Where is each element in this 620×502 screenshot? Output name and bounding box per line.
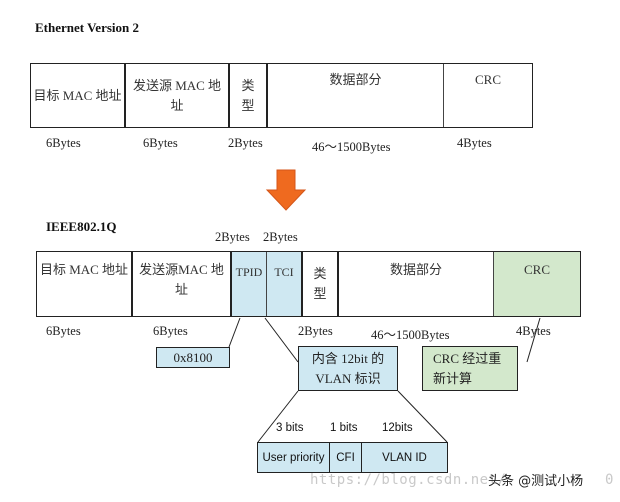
ieee8021q-frame: 目标 MAC 地址 发送源MAC 地址 TPID TCI 类型 数据部分 CRC <box>36 251 581 317</box>
tci-desc-callout: 内含 12bit 的 VLAN 标识 <box>298 346 398 391</box>
ethernet-v2-title: Ethernet Version 2 <box>35 20 139 35</box>
ieee-size-src: 6Bytes <box>153 324 188 338</box>
ieee-type-field: 类型 <box>303 252 339 316</box>
eth2-size-data: 46～1500Bytes <box>312 140 391 154</box>
watermark-url: https://blog.csdn.net/ <box>310 472 507 488</box>
crc-desc-callout: CRC 经过重新计算 <box>422 346 518 391</box>
tci-vlan-id-field: VLAN ID <box>362 443 447 472</box>
eth2-dest-mac-field: 目标 MAC 地址 <box>31 64 126 127</box>
tpid-value-callout: 0x8100 <box>156 347 230 368</box>
ieee-size-data: 46～1500Bytes <box>371 328 450 342</box>
eth2-type-field: 类型 <box>230 64 268 127</box>
ieee-size-tpid: 2Bytes <box>215 230 250 244</box>
eth2-size-src: 6Bytes <box>143 136 178 150</box>
ieee-crc-field: CRC <box>494 252 580 316</box>
eth2-src-mac-field: 发送源 MAC 地址 <box>126 64 230 127</box>
eth2-crc-field: CRC <box>474 72 501 87</box>
ieee-tpid-field: TPID <box>232 252 267 316</box>
tci-cfi-field: CFI <box>330 443 362 472</box>
ieee-data-field: 数据部分 <box>339 252 494 316</box>
tci-size-priority: 3 bits <box>276 422 304 434</box>
ieee-size-crc: 4Bytes <box>516 324 551 338</box>
ieee-tci-field: TCI <box>267 252 303 316</box>
ieee-size-dest: 6Bytes <box>46 324 81 338</box>
ieee-src-mac-field: 发送源MAC 地址 <box>133 252 232 316</box>
down-arrow-icon <box>265 169 307 211</box>
tci-size-vlanid: 12bits <box>382 422 413 434</box>
ieee-dest-mac-field: 目标 MAC 地址 <box>37 252 133 316</box>
ieee-size-tci: 2Bytes <box>263 230 298 244</box>
ethernet-v2-frame: 目标 MAC 地址 发送源 MAC 地址 类型 数据部分 CRC <box>30 63 533 128</box>
watermark-author: 头条 @测试小杨 <box>488 474 584 489</box>
tci-user-priority-field: User priority <box>258 443 330 472</box>
ieee-size-type: 2Bytes <box>298 324 333 338</box>
ieee8021q-title: IEEE802.1Q <box>46 219 117 234</box>
eth2-data-field: 数据部分 <box>268 64 444 127</box>
tci-breakdown-frame: User priority CFI VLAN ID <box>257 442 448 473</box>
watermark-tail: 0 <box>605 472 614 488</box>
tci-size-cfi: 1 bits <box>330 422 358 434</box>
eth2-size-dest: 6Bytes <box>46 136 81 150</box>
eth2-size-crc: 4Bytes <box>457 136 492 150</box>
eth2-size-type: 2Bytes <box>228 136 263 150</box>
